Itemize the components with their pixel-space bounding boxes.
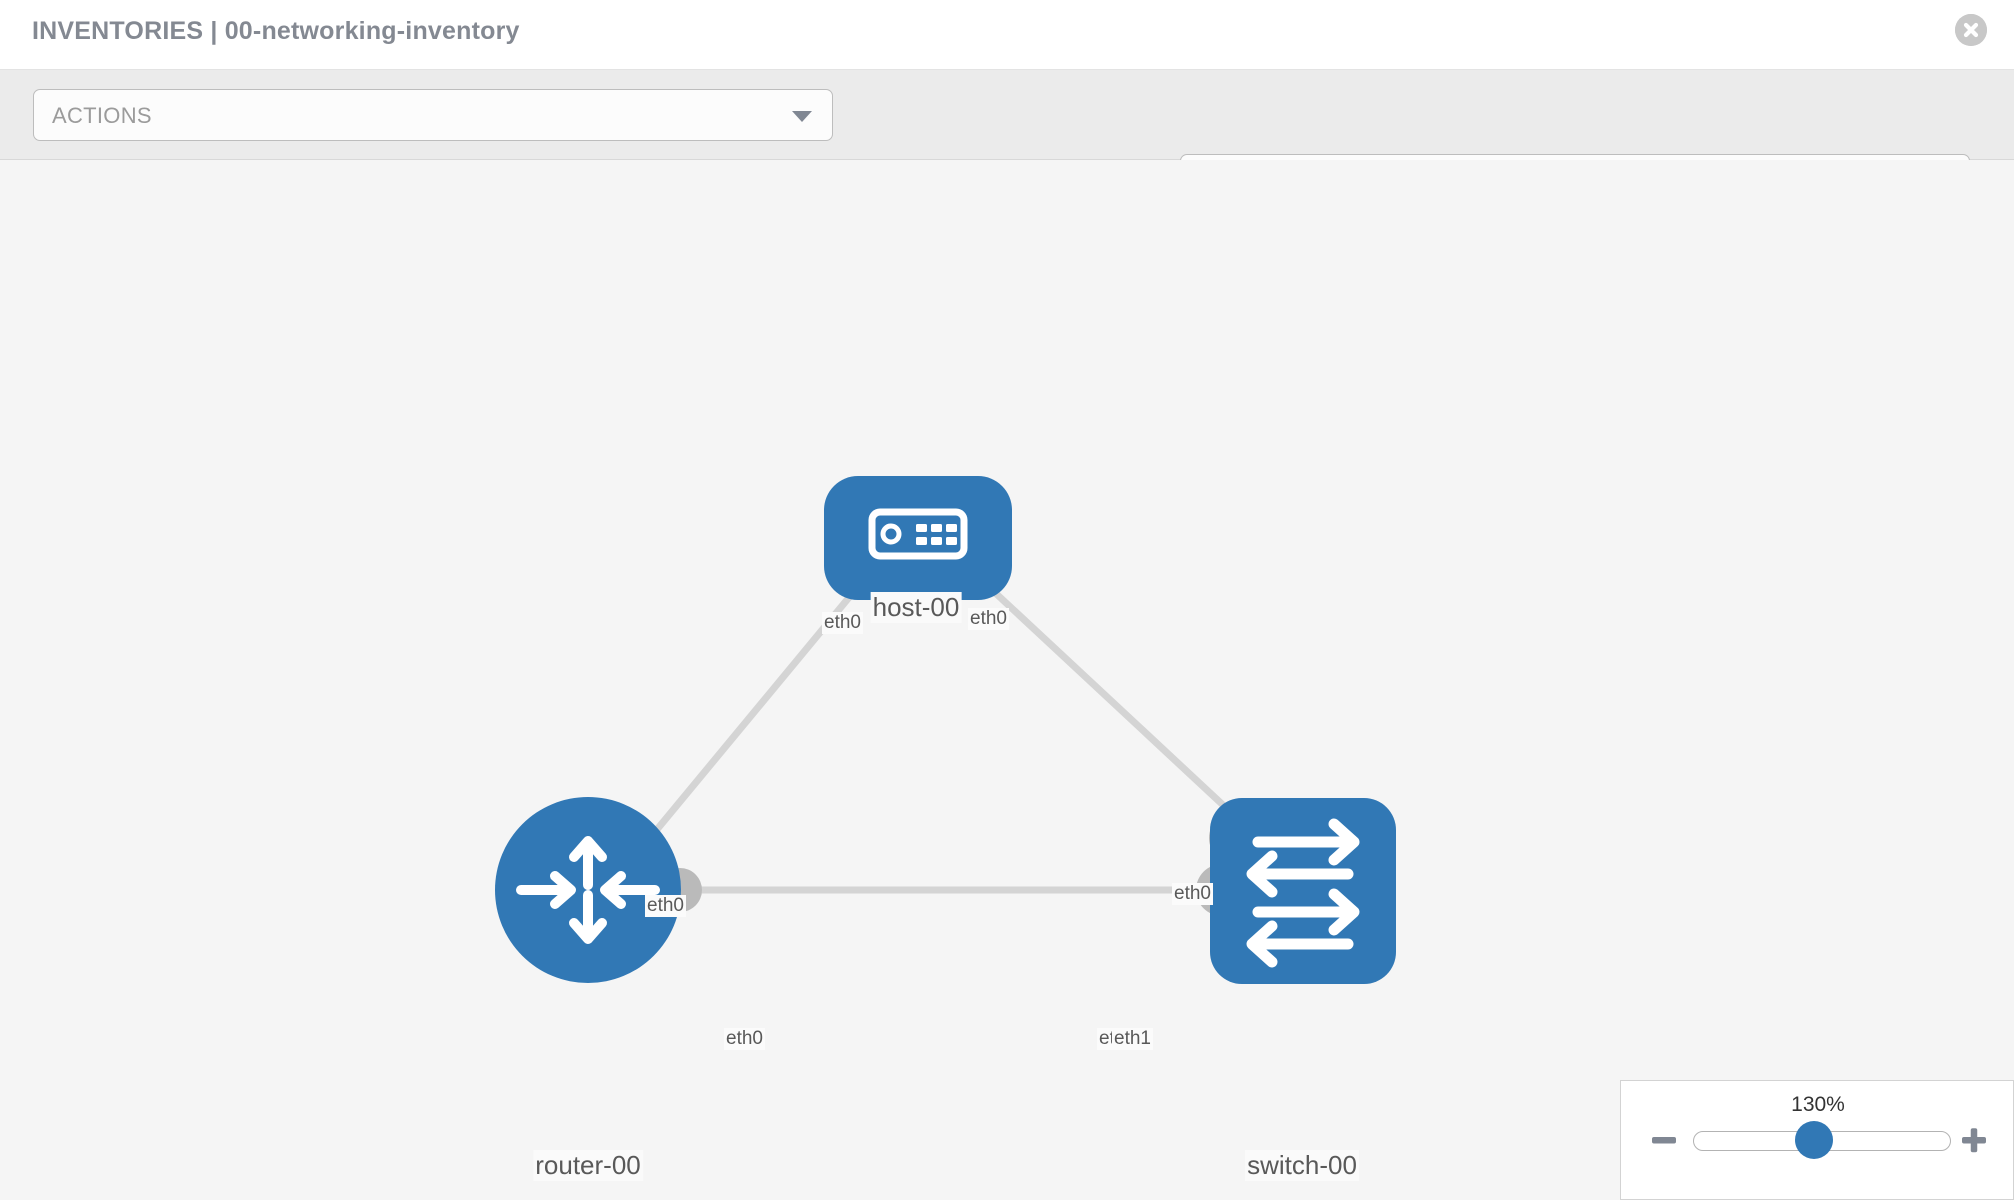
zoom-out-button[interactable] — [1649, 1125, 1679, 1155]
actions-dropdown[interactable]: ACTIONS — [33, 89, 833, 141]
router-arrows-icon — [516, 836, 660, 944]
topology-links — [637, 557, 1255, 894]
node-label-router: router-00 — [533, 1150, 643, 1181]
iface-label: eth0 — [724, 1028, 765, 1050]
iface-label: eth0 — [1172, 883, 1213, 905]
switch-arrows-icon — [1246, 818, 1360, 968]
close-icon[interactable] — [1955, 14, 1987, 46]
page-header: INVENTORIES | 00-networking-inventory — [0, 0, 2014, 70]
zoom-slider-handle[interactable] — [1795, 1121, 1833, 1159]
toolbar: ACTIONS — [0, 70, 2014, 206]
actions-dropdown-label: ACTIONS — [52, 103, 152, 128]
iface-label: eth1 — [1112, 1028, 1153, 1050]
node-router-00[interactable] — [495, 797, 681, 983]
iface-label: eth0 — [968, 608, 1009, 630]
page-title: INVENTORIES | 00-networking-inventory — [32, 17, 520, 45]
node-label-host: host-00 — [870, 592, 962, 623]
topology-graph — [495, 476, 1396, 984]
node-switch-00[interactable] — [1210, 798, 1396, 984]
node-host-00[interactable] — [824, 476, 1012, 600]
chevron-down-icon — [792, 111, 812, 122]
zoom-control-panel: 130% — [1620, 1080, 2014, 1200]
zoom-level-value: 130% — [1791, 1093, 1845, 1116]
iface-label: eth0 — [822, 612, 863, 634]
link-host-router — [637, 557, 883, 853]
link-host-switch — [957, 557, 1255, 835]
iface-label: eth0 — [645, 895, 686, 917]
node-label-switch: switch-00 — [1245, 1150, 1359, 1181]
zoom-in-button[interactable] — [1959, 1125, 1989, 1155]
server-icon — [868, 508, 968, 560]
topology-canvas[interactable]: host-00 router-00 switch-00 eth0 eth0 et… — [0, 160, 2014, 1200]
